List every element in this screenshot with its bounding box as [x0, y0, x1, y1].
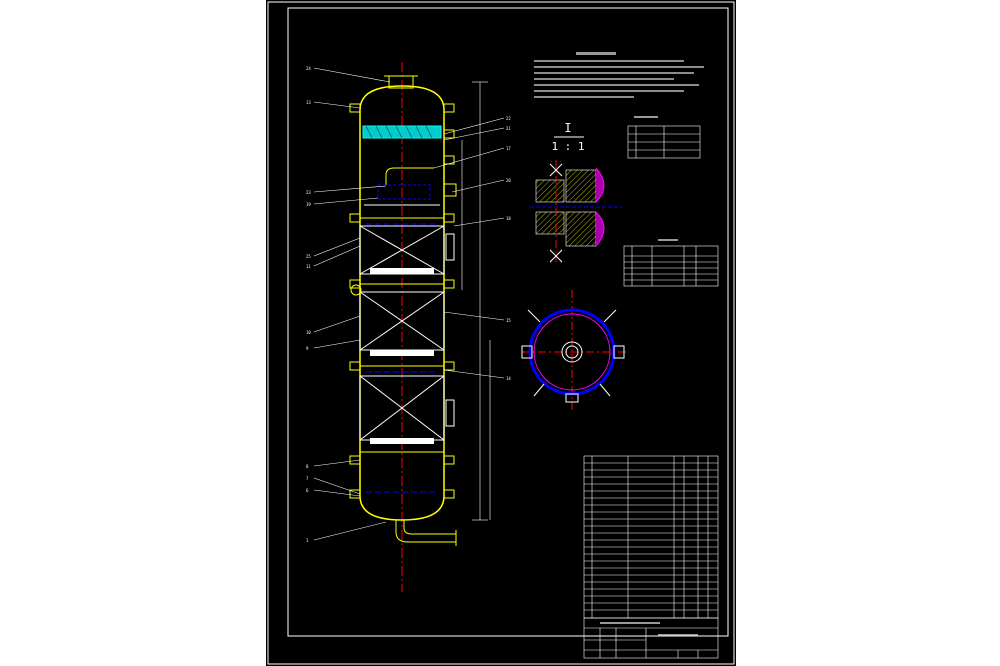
- technical-notes: [534, 52, 704, 98]
- svg-text:1: 1: [306, 538, 309, 543]
- svg-text:19: 19: [306, 202, 311, 207]
- dimension-lines: [461, 81, 491, 521]
- top-head: [359, 85, 445, 111]
- svg-text:13: 13: [306, 100, 311, 105]
- level-gauge-2: [445, 399, 455, 427]
- detail-label: I: [564, 121, 571, 135]
- outer-frame: [267, 1, 735, 665]
- level-gauge-1: [445, 233, 455, 261]
- title-block: [583, 617, 719, 659]
- svg-text:20: 20: [506, 178, 511, 183]
- shell-nozzles-right: [443, 103, 457, 499]
- svg-text:23: 23: [306, 190, 311, 195]
- detail-parts-table: [627, 125, 701, 159]
- nozzle-table: [623, 245, 719, 287]
- svg-text:6: 6: [306, 488, 309, 493]
- svg-text:7: 7: [306, 476, 309, 481]
- shell-nozzles-left: [349, 103, 361, 499]
- svg-text:10: 10: [306, 330, 311, 335]
- plan-view: [521, 290, 628, 410]
- leader-lines: [313, 67, 505, 541]
- support-grid-2: [370, 350, 434, 356]
- bottom-head: [359, 495, 445, 521]
- inner-frame: [287, 7, 729, 637]
- manway-left: [350, 284, 362, 296]
- bottom-outlet-pipe: [395, 520, 456, 543]
- svg-text:25: 25: [306, 254, 311, 259]
- svg-text:9: 9: [306, 346, 309, 351]
- svg-text:11: 11: [306, 264, 311, 269]
- tower-column: [349, 62, 457, 592]
- svg-text:18: 18: [506, 216, 511, 221]
- svg-text:14: 14: [506, 376, 511, 381]
- svg-text:17: 17: [506, 146, 511, 151]
- detail-view-i: I 1 : 1: [530, 121, 622, 263]
- support-grid-3: [370, 438, 434, 444]
- support-grid-1: [370, 268, 434, 274]
- svg-text:8: 8: [306, 464, 309, 469]
- svg-text:24: 24: [306, 66, 311, 71]
- svg-text:15: 15: [506, 318, 511, 323]
- svg-text:21: 21: [506, 126, 511, 131]
- svg-text:22: 22: [506, 116, 511, 121]
- parts-list-table: [583, 455, 719, 619]
- detail-scale: 1 : 1: [551, 140, 584, 153]
- feed-distributor: [385, 167, 434, 185]
